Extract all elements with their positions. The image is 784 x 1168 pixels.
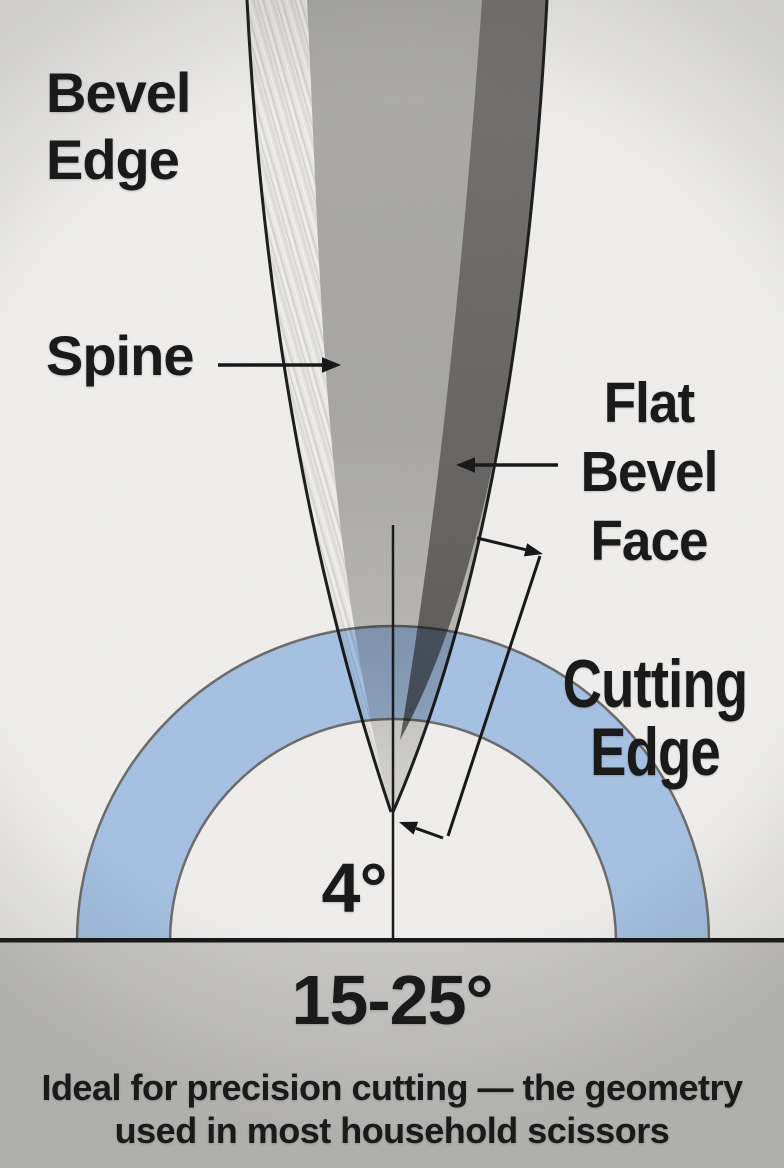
label-flat-bevel-face: Flat Bevel Face [500, 369, 784, 576]
label-cutting-edge-line1: Cutting [562, 646, 749, 722]
label-apex-angle: 4° [321, 849, 388, 927]
label-spine: Spine [46, 324, 194, 387]
label-cutting-edge: Cutting Edge [527, 650, 783, 786]
label-flat-bevel-face-line3: Face [590, 509, 708, 573]
label-sharpening-angle-range: 15-25° [291, 961, 493, 1039]
label-bevel-edge: Bevel Edge [46, 59, 191, 193]
label-cutting-edge-line2: Edge [590, 714, 721, 790]
caption: Ideal for precision cutting — the geomet… [0, 1066, 784, 1152]
caption-line2: used in most household scissors [114, 1110, 670, 1151]
caption-line1: Ideal for precision cutting — the geomet… [41, 1067, 743, 1108]
label-bevel-edge-line1: Bevel [46, 61, 191, 124]
label-flat-bevel-face-line1: Flat [603, 371, 695, 435]
label-bevel-edge-line2: Edge [46, 128, 180, 191]
label-flat-bevel-face-line2: Bevel [580, 440, 719, 504]
